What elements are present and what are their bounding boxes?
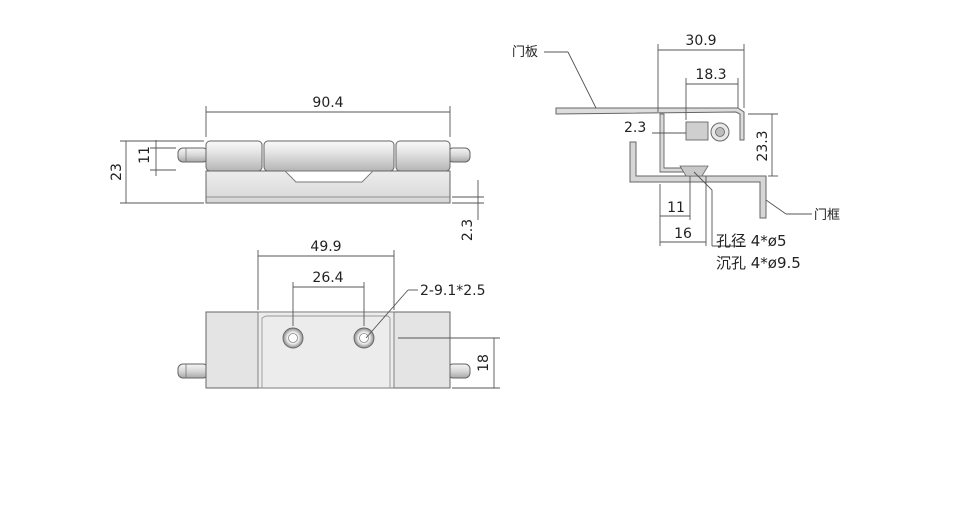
front-width-dim: 90.4 xyxy=(312,95,343,111)
front-view: 90.4 23 11 2.3 xyxy=(109,95,484,241)
offset-b-dim: 16 xyxy=(674,226,692,242)
gap-dim: 2.3 xyxy=(624,120,646,136)
bottom-plate-center xyxy=(257,311,395,389)
door-frame xyxy=(629,141,767,219)
front-height-dim: 23 xyxy=(109,163,125,181)
hole-spec-label: 2-9.1*2.5 xyxy=(420,283,486,299)
offset-a-dim: 11 xyxy=(667,200,685,216)
hole-right-inner xyxy=(359,333,369,343)
center-fold xyxy=(261,315,391,388)
front-pin-dim: 11 xyxy=(137,146,153,164)
plate-cutout xyxy=(283,170,375,183)
screw-head xyxy=(679,165,709,177)
left-pin xyxy=(177,147,209,163)
countersink-note: 沉孔 4*ø9.5 xyxy=(716,254,801,272)
bottom-view: 49.9 26.4 2-9.1*2.5 18 xyxy=(177,239,500,389)
bottom-height-dim: 18 xyxy=(476,354,492,372)
door-frame-label: 门框 xyxy=(814,208,840,223)
knuckle-3 xyxy=(395,140,451,172)
knuckle-2 xyxy=(263,140,395,172)
right-pin xyxy=(447,147,471,163)
left-pin-bottom xyxy=(177,363,209,379)
door-panel-label: 门板 xyxy=(512,45,538,60)
hinge-block xyxy=(685,121,709,141)
right-pin-bottom xyxy=(447,363,471,379)
hole-left-inner xyxy=(288,333,298,343)
overall-width-dim: 30.9 xyxy=(685,33,716,49)
inner-width-dim: 18.3 xyxy=(695,67,726,83)
hole-pitch-dim: 26.4 xyxy=(312,270,343,286)
hole-note: 孔径 4*ø5 xyxy=(716,232,787,250)
front-offset-dim: 2.3 xyxy=(460,219,476,241)
side-view: 门板 30.9 18.3 2.3 23.3 11 16 孔径 4*ø5 沉 xyxy=(512,33,840,272)
knuckle-pin-section xyxy=(715,127,725,137)
hole-span-dim: 49.9 xyxy=(310,239,341,255)
side-height-dim: 23.3 xyxy=(755,130,771,161)
door-panel xyxy=(555,107,745,141)
knuckle-1 xyxy=(205,140,263,172)
